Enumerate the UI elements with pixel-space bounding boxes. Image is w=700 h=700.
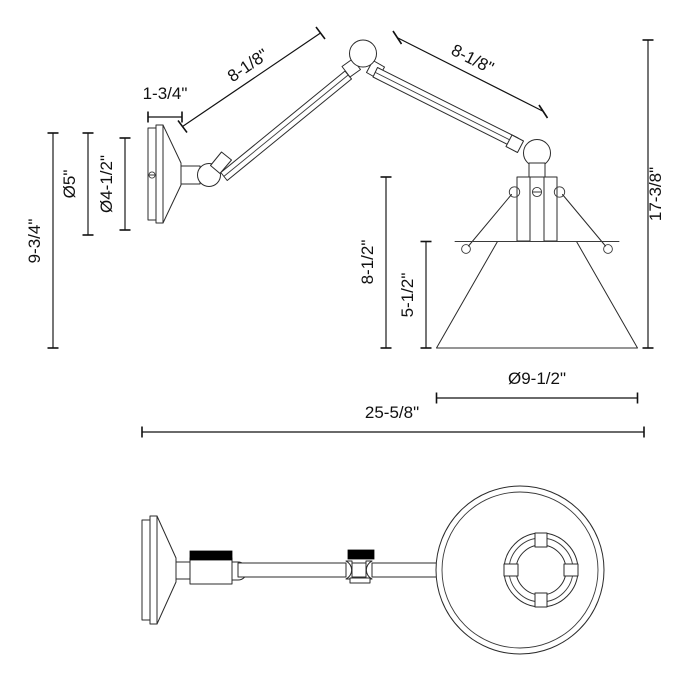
dim-max-extension: 25-5/8" — [141, 403, 645, 438]
plan-socket-tab-top — [534, 532, 548, 548]
dim-label-backplate-depth: 1-3/4" — [143, 84, 188, 103]
lower-arm — [220, 70, 352, 181]
shade-pivot-ball — [523, 139, 551, 167]
dim-label-overall-height: 9-3/4" — [25, 219, 44, 264]
dim-upper-arm-length: 8-1/8" — [392, 30, 549, 119]
lower-arm-ferrule — [210, 151, 232, 174]
yoke-left-pivot-icon — [508, 186, 521, 198]
shade-arm-ferrule — [505, 134, 524, 153]
plan-elbow-center — [351, 562, 367, 578]
dim-backplate-outer-diameter: Ø5" — [60, 132, 94, 236]
dim-label-overall-drop: 17-3/8" — [646, 167, 665, 221]
elbow-joint — [341, 39, 385, 80]
dim-label-shade-height: 5-1/2" — [398, 273, 417, 318]
upper-arm — [372, 67, 519, 148]
plan-backplate-rim — [149, 515, 158, 625]
lamp-shade — [436, 241, 638, 349]
dim-shade-diameter: Ø9-1/2" — [435, 369, 639, 404]
shade-cone — [436, 241, 638, 349]
plan-wall-swivel — [175, 550, 248, 585]
dim-backplate-inner-diameter: Ø4-1/2" — [97, 137, 131, 231]
dim-label-shade-diameter: Ø9-1/2" — [508, 369, 566, 388]
yoke-right-pivot-icon — [553, 186, 566, 198]
wall-backplate — [147, 124, 182, 224]
plan-lower-arm-tube — [237, 562, 347, 578]
elbow-ball — [349, 39, 377, 68]
dim-label-backplate-inner-diameter: Ø4-1/2" — [97, 155, 116, 213]
upper-arm-centerline — [375, 72, 517, 144]
stay-rod-left — [468, 194, 512, 247]
plan-shade-inner-circle — [441, 491, 599, 649]
plan-backplate-cone — [156, 515, 177, 625]
dim-overall-drop: 17-3/8" — [642, 39, 665, 349]
stay-left-anchor-icon — [461, 244, 471, 254]
plan-socket-tab-left — [503, 563, 519, 577]
plan-swivel-body — [189, 557, 233, 585]
backplate-rim — [155, 124, 164, 224]
plan-wall-backplate — [141, 515, 177, 625]
dim-label-backplate-outer-diameter: Ø5" — [60, 170, 79, 199]
stay-rod-right — [562, 194, 606, 247]
dim-label-shade-assembly-height: 8-1/2" — [358, 240, 377, 285]
lower-arm-centerline — [223, 74, 349, 177]
dim-shade-height: 5-1/2" — [398, 240, 432, 349]
plan-elbow-base-tab — [349, 577, 371, 584]
dim-backplate-depth: 1-3/4" — [143, 84, 188, 123]
backplate-cone — [162, 124, 182, 224]
plan-socket-tab-bottom — [534, 592, 548, 608]
plan-elbow-right-knuckle — [365, 560, 373, 580]
top-plan-view — [141, 485, 605, 655]
dim-shade-assembly-height: 8-1/2" — [358, 176, 392, 349]
shade-pivot-joint — [505, 134, 551, 178]
plan-lamp-shade — [435, 485, 605, 655]
plan-elbow-left-knuckle — [345, 560, 353, 580]
plan-socket-tab-right — [563, 563, 579, 577]
plan-lower-arm — [237, 562, 347, 578]
plan-elbow-joint — [345, 549, 375, 584]
dim-overall-height: 9-3/4" — [25, 132, 59, 349]
shade-pivot-neck — [528, 162, 546, 178]
plan-elbow-knuckle-band — [347, 549, 375, 560]
plan-socket-ring-inner — [515, 544, 567, 596]
plan-swivel-knuckle-band — [189, 550, 233, 561]
dim-label-max-extension: 25-5/8" — [365, 403, 419, 422]
dim-label-upper-arm-length: 8-1/8" — [448, 41, 497, 78]
side-elevation-view — [147, 39, 638, 349]
stay-right-anchor-icon — [603, 244, 613, 254]
plan-backplate-wall-face — [141, 519, 151, 621]
plan-swivel-collar — [175, 561, 191, 580]
wall-swivel-joint — [180, 151, 232, 187]
dim-label-lower-arm-length: 8-1/8" — [224, 45, 272, 86]
